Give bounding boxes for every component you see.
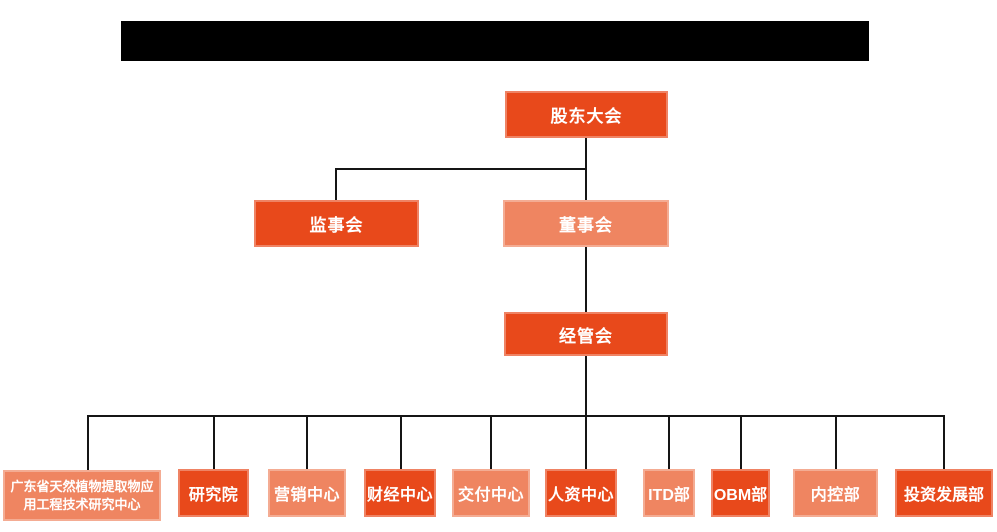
dept-delivery-center: 交付中心 bbox=[452, 469, 530, 517]
node-board-of-directors: 董事会 bbox=[503, 200, 669, 247]
dept-itd: ITD部 bbox=[643, 469, 695, 517]
dept-obm: OBM部 bbox=[711, 469, 770, 517]
node-management-committee: 经管会 bbox=[504, 312, 668, 356]
dept-guangdong-plant-extract-center: 广东省天然植物提取物应用工程技术研究中心 bbox=[3, 470, 161, 521]
node-shareholders-meeting: 股东大会 bbox=[505, 91, 668, 138]
title-bar-redacted bbox=[121, 21, 869, 61]
dept-hr-center: 人资中心 bbox=[545, 469, 617, 517]
node-supervisory-board: 监事会 bbox=[254, 200, 419, 247]
dept-marketing-center: 营销中心 bbox=[268, 469, 346, 517]
dept-internal-control: 内控部 bbox=[793, 469, 878, 517]
dept-research-institute: 研究院 bbox=[178, 469, 249, 517]
dept-investment-development: 投资发展部 bbox=[895, 469, 993, 517]
dept-finance-center: 财经中心 bbox=[364, 469, 436, 517]
